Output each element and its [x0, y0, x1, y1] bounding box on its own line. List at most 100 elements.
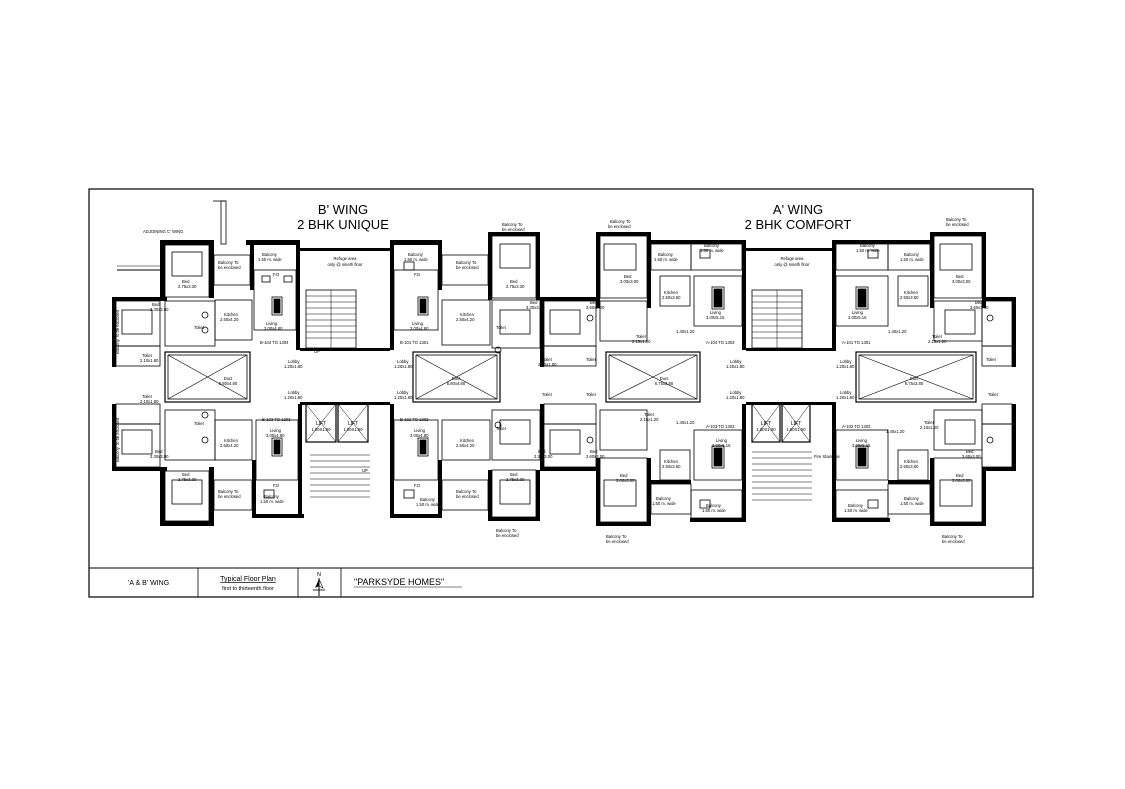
b-fd-label-4: F.D: [414, 483, 420, 488]
a-living-size-2: 3.00x5.15: [848, 315, 867, 320]
a-living-label-3: Living: [716, 438, 728, 443]
b-balcony-size-3: 1.50 m. wide: [260, 499, 284, 504]
a-unit-label-101: A-101 TO 1301: [842, 340, 871, 345]
a-unit-label-104: A-104 TO 1304: [706, 340, 735, 345]
a-bed-size-4: 3.00x3.00: [616, 478, 635, 483]
a-kitchen-label-3: Kitchen: [664, 459, 679, 464]
title-block-plan-title: Typical Floor Plan: [220, 576, 276, 583]
b-balcony-enclosed-5a: Balcony To: [456, 489, 477, 494]
b-refuge-note: only @ nineth floor: [328, 262, 364, 267]
b-toilet-label-3: Toilet: [142, 394, 153, 399]
a-living-label-1: Living: [710, 310, 722, 315]
a-toilet-size-8: 2.15x1.20: [920, 425, 939, 430]
north-label: N: [317, 572, 321, 578]
b-duct-label-right: Duct: [452, 376, 461, 381]
b-bed-label-8: Bed: [510, 472, 518, 477]
a-lobby-size-1: 1.20x1.80: [726, 364, 745, 369]
b-bed-label-6: Bed: [530, 300, 538, 305]
b-side-enclosed-top: Balcony To be enclosed: [115, 309, 120, 354]
b-living-label-3: Living: [270, 428, 282, 433]
a-bed-label-1: Bed: [624, 274, 632, 279]
a-living-label-2: Living: [852, 310, 864, 315]
b-lobby-size-3: 1.20x1.80: [394, 364, 413, 369]
b-balcony-size-4: 1.50 m. wide: [416, 502, 440, 507]
b-toilet-label-7: Toilet: [542, 392, 553, 397]
b-wing-furniture: [121, 243, 531, 505]
a-lobby-label-4: Lobby: [840, 390, 852, 395]
b-balcony-enclosed-2a: Balcony To: [456, 260, 477, 265]
a-bed-size-2: 3.60x3.00: [586, 305, 605, 310]
a-bed-label-8: Bed: [956, 473, 964, 478]
a-bed-size-3: 3.60x3.00: [586, 454, 605, 459]
north-arrow-icon: N: [313, 572, 325, 596]
b-wing-partitions: [115, 235, 541, 522]
b-living-label-1: Living: [266, 321, 278, 326]
b-unit-label-104: B-104 TO 1304: [260, 340, 289, 345]
b-wing-labels: B-104 TO 1304 B-101 TO 1301 B-103 TO 130…: [115, 222, 557, 538]
b-duct-size-right: 6.80x4.80: [447, 381, 466, 386]
b-fd-label-3: F.D: [273, 483, 279, 488]
a-balcony-enclosed-2b: be enclosed: [946, 222, 969, 227]
a-refuge-note: only @ nineth floor: [775, 262, 811, 267]
a-fire-staircase: Fire Staircase: [814, 454, 841, 459]
b-balcony-label-1: Balcony: [262, 252, 278, 257]
a-bed-size-5: 3.00x3.00: [952, 279, 971, 284]
b-kitchen-label-4: Kitchen: [460, 438, 475, 443]
b-toilet-label-5: Toilet: [496, 325, 507, 330]
b-lift-2-label: LIFT: [348, 421, 358, 427]
b-living-label-2: Living: [412, 321, 424, 326]
a-duct-size-left: 6.75x3.80: [655, 381, 674, 386]
b-wing-heading: B' WING: [318, 202, 368, 217]
b-kitchen-size-2: 2.50x4.20: [456, 317, 475, 322]
b-toilet-size-6: 2.10x1.80: [538, 362, 557, 367]
b-unit-label-103: B-103 TO 1303: [262, 417, 291, 422]
b-lift-1-label: LIFT: [316, 421, 326, 427]
b-bed-size-5: 2.75x3.30: [506, 284, 525, 289]
a-bed-label-6: Bed: [975, 300, 983, 305]
a-toilet-label-8: Toilet: [924, 420, 935, 425]
a-balcony-label-7: Balcony: [848, 503, 864, 508]
a-kitchen-label-2: Kitchen: [904, 290, 919, 295]
b-balcony-enclosed-3b: be enclosed: [502, 227, 525, 232]
b-balcony-enclosed-5b: be enclosed: [456, 494, 479, 499]
b-refuge-label: Refuge area: [333, 256, 357, 261]
b-bed-size-8: 2.75x3.30: [506, 477, 525, 482]
b-living-size-2: 3.00x4.80: [410, 326, 429, 331]
b-lobby-label-2: Lobby: [288, 390, 300, 395]
a-lobby-size-3: 1.20x1.80: [836, 364, 855, 369]
a-kitchen-size-2: 2.50x3.60: [900, 295, 919, 300]
b-bed-label-3: Bed: [155, 449, 163, 454]
a-balcony-size-2: 1.50 m. wide: [654, 257, 678, 262]
a-balcony-label-3: Balcony: [860, 243, 876, 248]
b-toilet-label-2: Toilet: [142, 353, 153, 358]
b-balcony-enclosed-1a: Balcony To: [218, 260, 239, 265]
a-toilet-size-1: 2.15x1.20: [632, 339, 651, 344]
b-balcony-size-2: 1.50 m. wide: [404, 257, 428, 262]
a-unit-label-102: A-102 TO 1302: [842, 424, 871, 429]
b-bed-size-4: 2.75x3.30: [178, 477, 197, 482]
a-balcony-enclosed-4a: Balcony To: [942, 534, 963, 539]
b-bed-size: 2.75x3.30: [178, 284, 197, 289]
a-balcony-label-2: Balcony: [658, 252, 674, 257]
b-lift-1-size: 1.80X1.80: [311, 427, 331, 432]
a-balcony-size-1: 1.50 m. wide: [700, 248, 724, 253]
a-wing-walls: [540, 232, 1016, 526]
a-lobby-size-2: 1.20x1.80: [726, 395, 745, 400]
b-balcony-enclosed-6b: be enclosed: [496, 533, 519, 538]
a-lobby-label-1: Lobby: [730, 359, 742, 364]
a-wing-partitions: [543, 235, 1013, 523]
a-balcony-enclosed-2a: Balcony To: [946, 217, 967, 222]
a-balcony-size-7: 1.50 m. wide: [844, 508, 868, 513]
a-bed-label-7: Bed: [966, 449, 974, 454]
b-side-enclosed-bottom: Balcony To be enclosed: [115, 417, 120, 462]
a-lift-1-size: 1.80X1.80: [756, 427, 776, 432]
a-wing-core: [605, 289, 977, 443]
a-bed-size-1: 3.00x3.00: [620, 279, 639, 284]
a-toilet-label-3: Toilet: [586, 392, 597, 397]
b-lobby-size-1: 1.20x1.80: [284, 364, 303, 369]
title-block-project: "PARKSYDE HOMES": [354, 577, 444, 587]
b-balcony-enclosed-1b: be enclosed: [218, 265, 241, 270]
a-bed-size-8: 3.00x3.00: [952, 478, 971, 483]
